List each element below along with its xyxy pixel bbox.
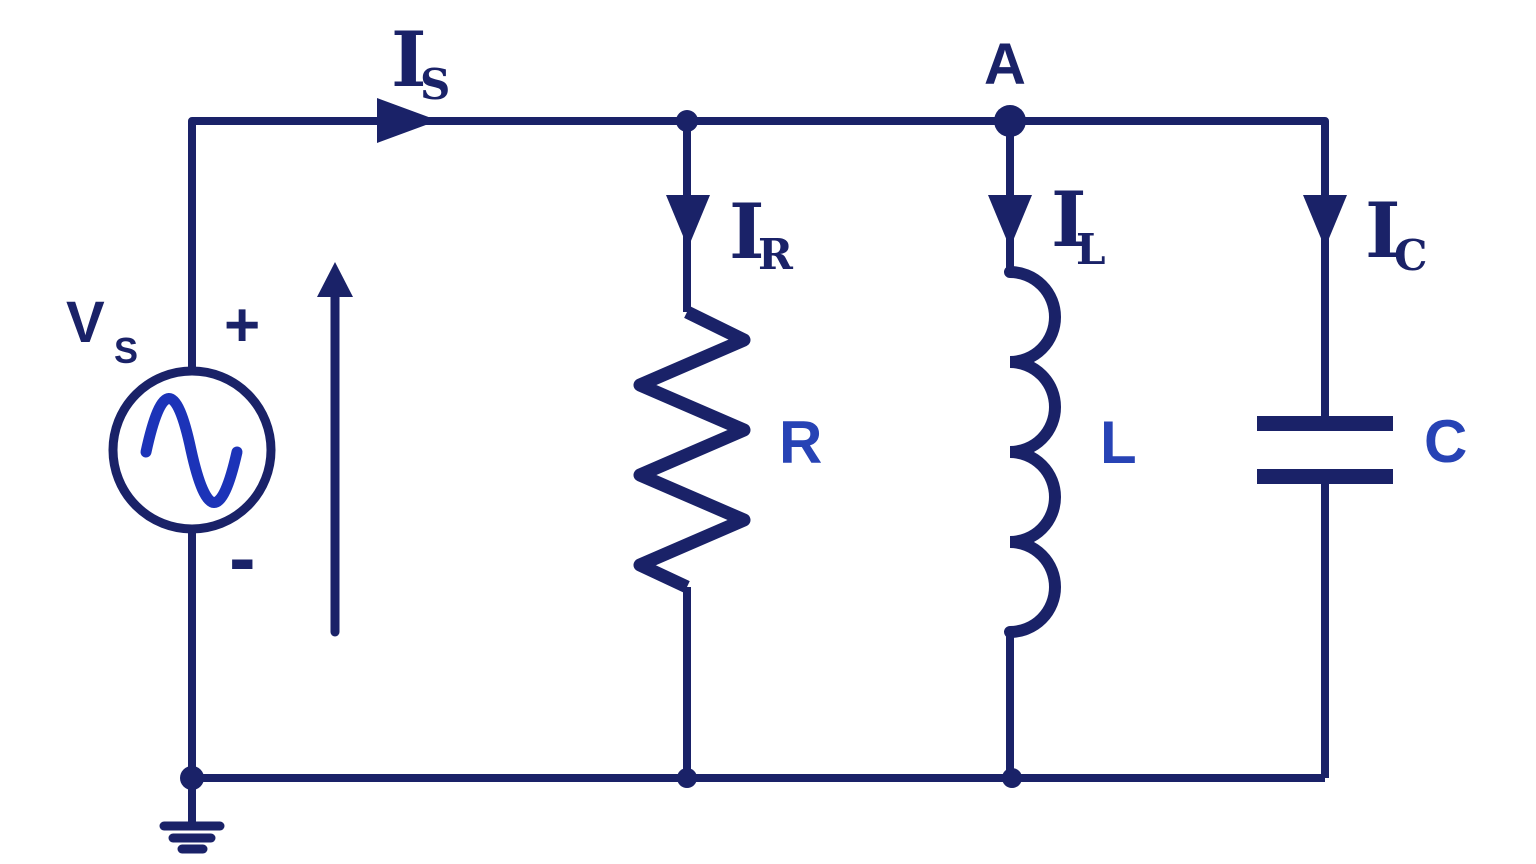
resistor-symbol [633, 306, 751, 593]
inductor-bottom-junction-dot [1002, 768, 1022, 788]
down-arrow-icon [666, 195, 710, 248]
plus-sign: + [224, 291, 260, 360]
current-r-subscript: R [758, 230, 794, 279]
capacitor-branch: I C C [1257, 186, 1467, 484]
current-source-subscript: S [420, 60, 450, 109]
current-l-subscript: L [1076, 225, 1106, 274]
source-current: I S [377, 15, 450, 143]
voltage-source: V S + - [66, 290, 276, 602]
up-arrow-icon [317, 262, 353, 297]
capacitor-label: C [1424, 408, 1467, 475]
source-label-subscript: S [114, 330, 138, 371]
current-source-label: I [391, 15, 427, 104]
capacitor-plate-top [1257, 416, 1393, 431]
ground-icon [159, 821, 225, 854]
top-wire [188, 117, 1329, 418]
source-label: V [66, 290, 105, 355]
loop-current-arrow [317, 262, 353, 637]
resistor-branch: I R R [633, 110, 822, 788]
current-l-label: I [1051, 175, 1087, 264]
inductor-label: L [1100, 409, 1137, 476]
resistor-bottom-junction-dot [677, 768, 697, 788]
down-arrow-icon [988, 195, 1032, 248]
inductor-branch: I L L [988, 121, 1137, 788]
current-c-label: I [1365, 186, 1401, 275]
resistor-label: R [779, 409, 822, 476]
node-a-label: A [984, 32, 1026, 97]
inductor-symbol [1004, 266, 1061, 638]
right-arrow-icon [377, 98, 438, 143]
wires [188, 117, 1329, 782]
current-c-subscript: C [1394, 231, 1427, 280]
minus-sign: - [229, 513, 256, 602]
current-r-label: I [729, 187, 765, 276]
ground [159, 766, 225, 854]
sine-wave-icon [140, 393, 243, 508]
down-arrow-icon [1303, 195, 1347, 248]
capacitor-plate-bottom [1257, 469, 1393, 484]
